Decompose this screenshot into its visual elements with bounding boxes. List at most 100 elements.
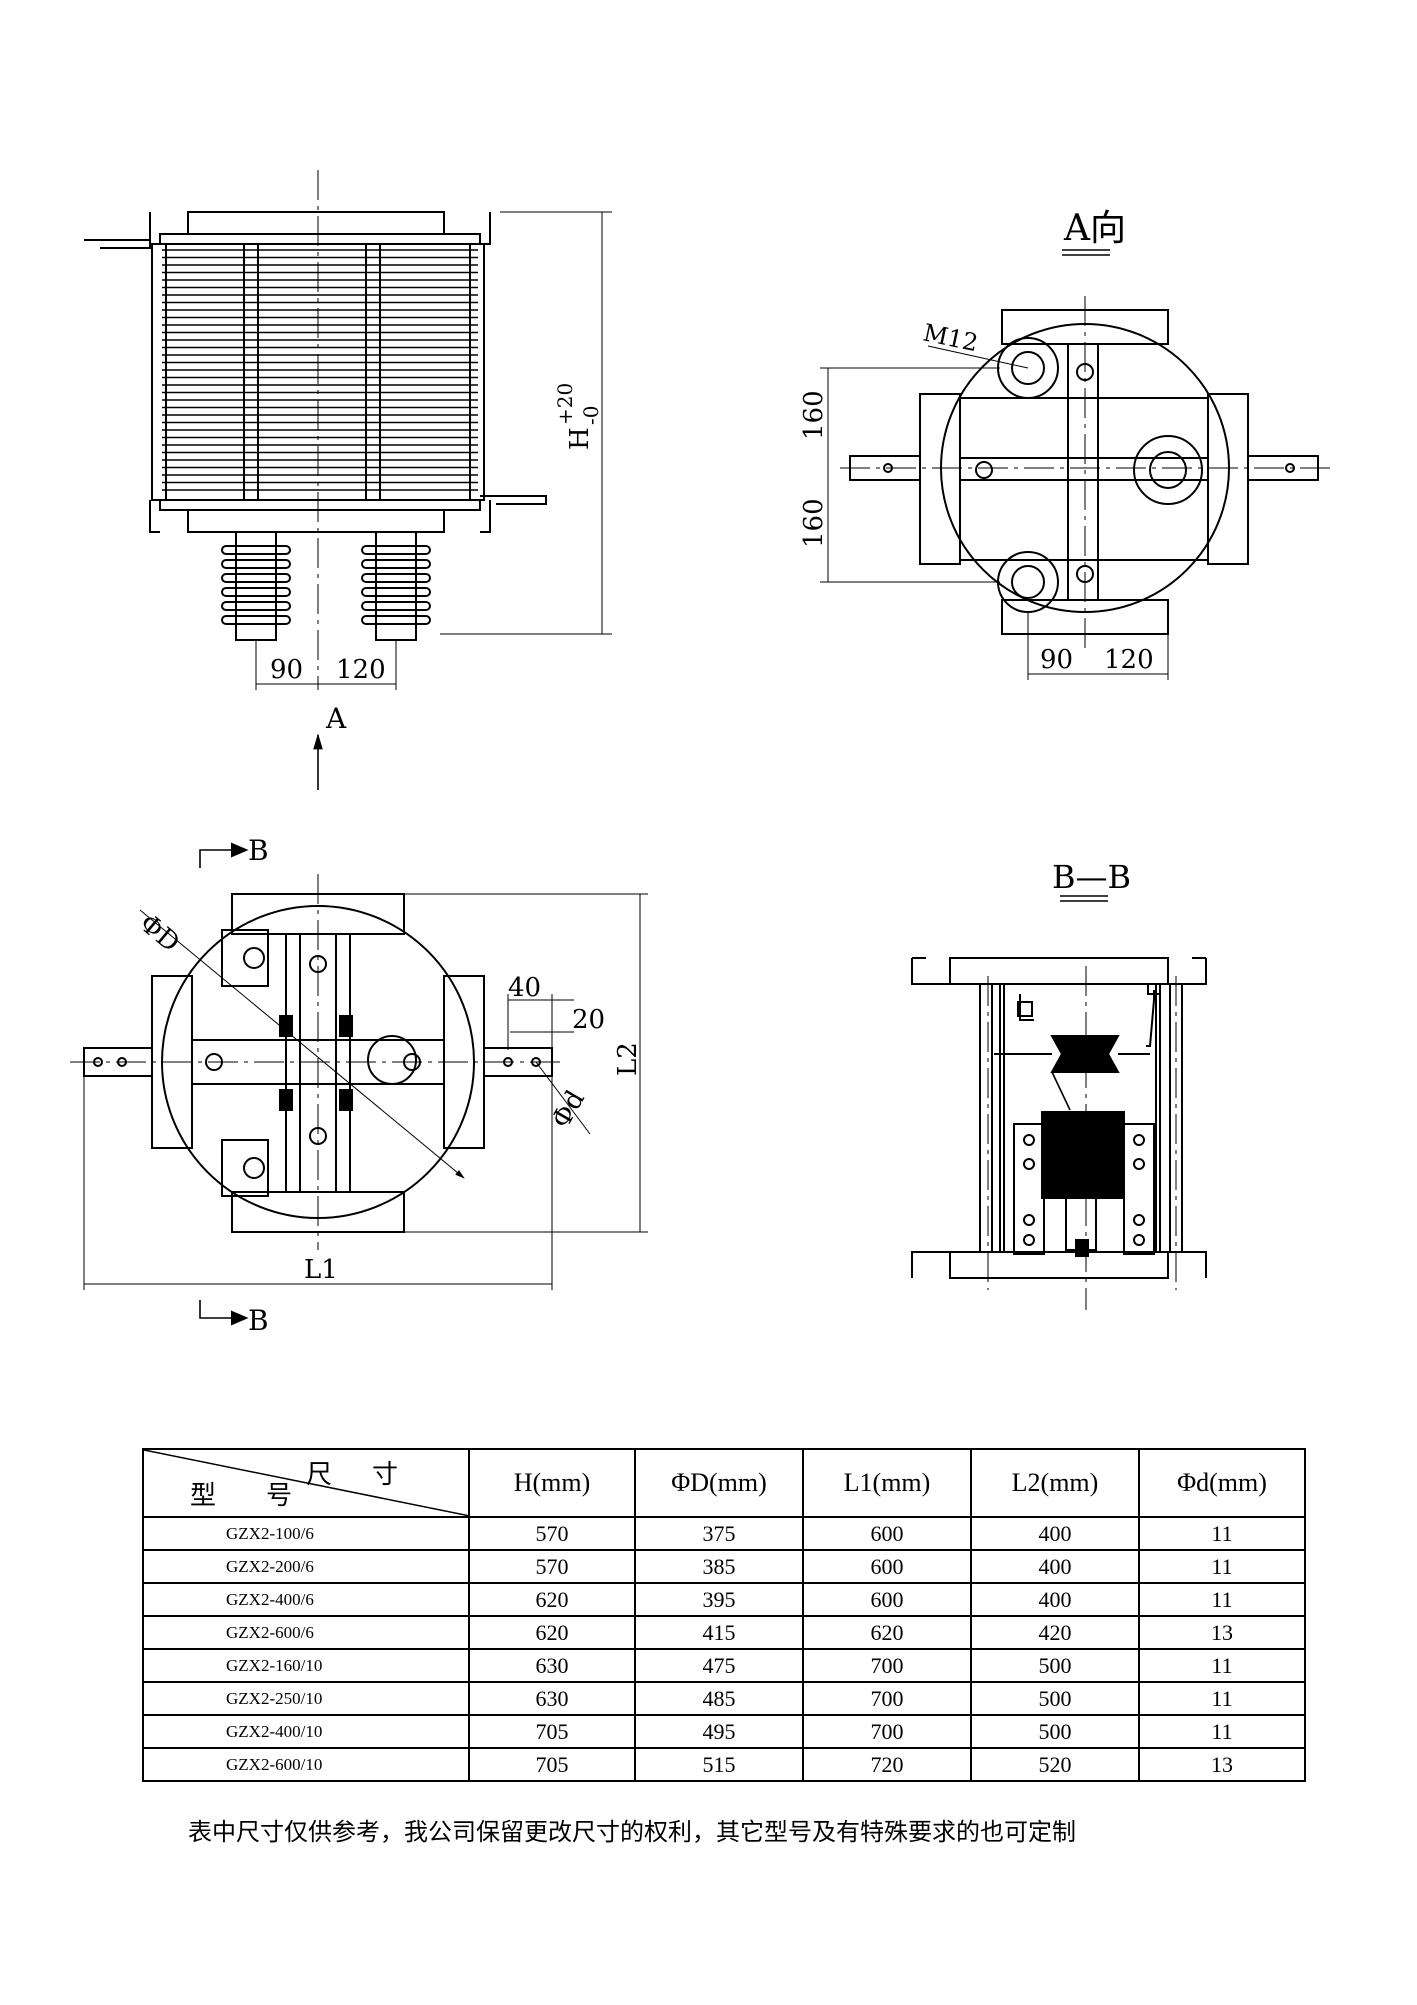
value-cell: 400: [970, 1516, 1140, 1551]
dim-20: 20: [572, 1005, 605, 1035]
a-view-dim-upper: 160: [799, 390, 829, 440]
corner-top-label: 尺寸: [305, 1460, 438, 1489]
plan-view: [70, 842, 648, 1326]
corner-diagonal: [144, 1450, 470, 1516]
value-cell: 475: [634, 1648, 804, 1683]
model-cell: GZX2-400/6: [142, 1582, 470, 1617]
table-row: GZX2-600/6 620 415 620 420 13: [142, 1615, 1306, 1650]
a-view-labels: A向 M12 160 160 90 120: [799, 208, 1154, 675]
corner-bottom-label: 型号: [190, 1481, 343, 1510]
insulator-shed: [361, 601, 431, 611]
insulator-shed: [361, 573, 431, 583]
insulator-shed: [221, 601, 291, 611]
length-1-label: L1: [304, 1255, 338, 1285]
table-corner-cell: 尺寸 型号: [142, 1448, 470, 1518]
header-l2: L2(mm): [970, 1448, 1140, 1518]
model-cell: GZX2-250/10: [142, 1681, 470, 1716]
value-cell: 11: [1138, 1549, 1306, 1584]
footnote: 表中尺寸仅供参考，我公司保留更改尺寸的权利，其它型号及有特殊要求的也可定制: [188, 1818, 1076, 1846]
table-row: GZX2-100/6 570 375 600 400 11: [142, 1516, 1306, 1551]
table-row: GZX2-600/10 705 515 720 520 13: [142, 1747, 1306, 1782]
section-mark-bottom: B: [248, 1304, 269, 1337]
a-view-dim-left: 90: [1040, 645, 1073, 675]
table-row: GZX2-400/6 620 395 600 400 11: [142, 1582, 1306, 1617]
model-cell: GZX2-600/6: [142, 1615, 470, 1650]
value-cell: 13: [1138, 1615, 1306, 1650]
insulator-shed: [361, 587, 431, 597]
insulator-shed: [221, 545, 291, 555]
value-cell: 600: [802, 1549, 972, 1584]
value-cell: 630: [468, 1681, 636, 1716]
plan-view-labels: B B ΦD Φd 40 20 L2 L1: [134, 834, 643, 1337]
a-view: [820, 249, 1330, 680]
value-cell: 400: [970, 1582, 1140, 1617]
front-dim-left: 90: [270, 655, 303, 685]
value-cell: 13: [1138, 1747, 1306, 1782]
insulator-shed: [221, 559, 291, 569]
value-cell: 700: [802, 1681, 972, 1716]
insulator-shed: [221, 573, 291, 583]
height-tolerance-label: H: [565, 427, 595, 450]
value-cell: 500: [970, 1714, 1140, 1749]
value-cell: 11: [1138, 1516, 1306, 1551]
value-cell: 720: [802, 1747, 972, 1782]
header-dd: Φd(mm): [1138, 1448, 1306, 1518]
value-cell: 500: [970, 1681, 1140, 1716]
table-row: GZX2-400/10 705 495 700 500 11: [142, 1714, 1306, 1749]
value-cell: 570: [468, 1549, 636, 1584]
thread-label: M12: [921, 318, 981, 357]
value-cell: 620: [802, 1615, 972, 1650]
value-cell: 620: [468, 1615, 636, 1650]
value-cell: 600: [802, 1582, 972, 1617]
model-cell: GZX2-160/10: [142, 1648, 470, 1683]
section-mark-top: B: [248, 834, 269, 867]
value-cell: 395: [634, 1582, 804, 1617]
value-cell: 515: [634, 1747, 804, 1782]
insulator-shed: [361, 615, 431, 625]
diameter-label: ΦD: [134, 908, 186, 958]
value-cell: 520: [970, 1747, 1140, 1782]
value-cell: 570: [468, 1516, 636, 1551]
value-cell: 495: [634, 1714, 804, 1749]
insulator-shed: [361, 545, 431, 555]
value-cell: 11: [1138, 1582, 1306, 1617]
value-cell: 400: [970, 1549, 1140, 1584]
value-cell: 500: [970, 1648, 1140, 1683]
height-tolerance-lower: -0: [579, 406, 603, 425]
engineering-drawing: H +20 -0 90 120 A A向: [70, 170, 1330, 1337]
table-row: GZX2-160/10 630 475 700 500 11: [142, 1648, 1306, 1683]
insulator-shed: [361, 559, 431, 569]
value-cell: 415: [634, 1615, 804, 1650]
model-cell: GZX2-200/6: [142, 1549, 470, 1584]
spec-table: 尺寸 型号 H(mm) ΦD(mm) L1(mm) L2(mm) Φd(mm) …: [142, 1448, 1306, 1782]
coil-fins: [162, 249, 478, 491]
dim-40: 40: [508, 973, 541, 1003]
a-view-title: A向: [1063, 208, 1126, 249]
header-l1: L1(mm): [802, 1448, 972, 1518]
front-view-labels: H +20 -0 90 120 A: [270, 383, 603, 735]
view-arrow-label: A: [325, 702, 347, 735]
value-cell: 700: [802, 1714, 972, 1749]
value-cell: 600: [802, 1516, 972, 1551]
value-cell: 485: [634, 1681, 804, 1716]
value-cell: 420: [970, 1615, 1140, 1650]
header-d: ΦD(mm): [634, 1448, 804, 1518]
a-view-dim-right: 120: [1104, 645, 1154, 675]
section-bb: [911, 895, 1207, 1310]
insulator-shed: [221, 615, 291, 625]
value-cell: 11: [1138, 1714, 1306, 1749]
value-cell: 385: [634, 1549, 804, 1584]
front-dim-right: 120: [336, 655, 386, 685]
value-cell: 630: [468, 1648, 636, 1683]
model-cell: GZX2-600/10: [142, 1747, 470, 1782]
height-tolerance-upper: +20: [553, 383, 577, 425]
model-cell: GZX2-100/6: [142, 1516, 470, 1551]
insulator-shed: [221, 587, 291, 597]
header-h: H(mm): [468, 1448, 636, 1518]
model-cell: GZX2-400/10: [142, 1714, 470, 1749]
table-header-row: 尺寸 型号 H(mm) ΦD(mm) L1(mm) L2(mm) Φd(mm): [142, 1448, 1306, 1518]
value-cell: 375: [634, 1516, 804, 1551]
value-cell: 705: [468, 1747, 636, 1782]
section-bb-title: B—B: [1052, 858, 1131, 896]
a-view-dim-lower: 160: [799, 498, 829, 548]
